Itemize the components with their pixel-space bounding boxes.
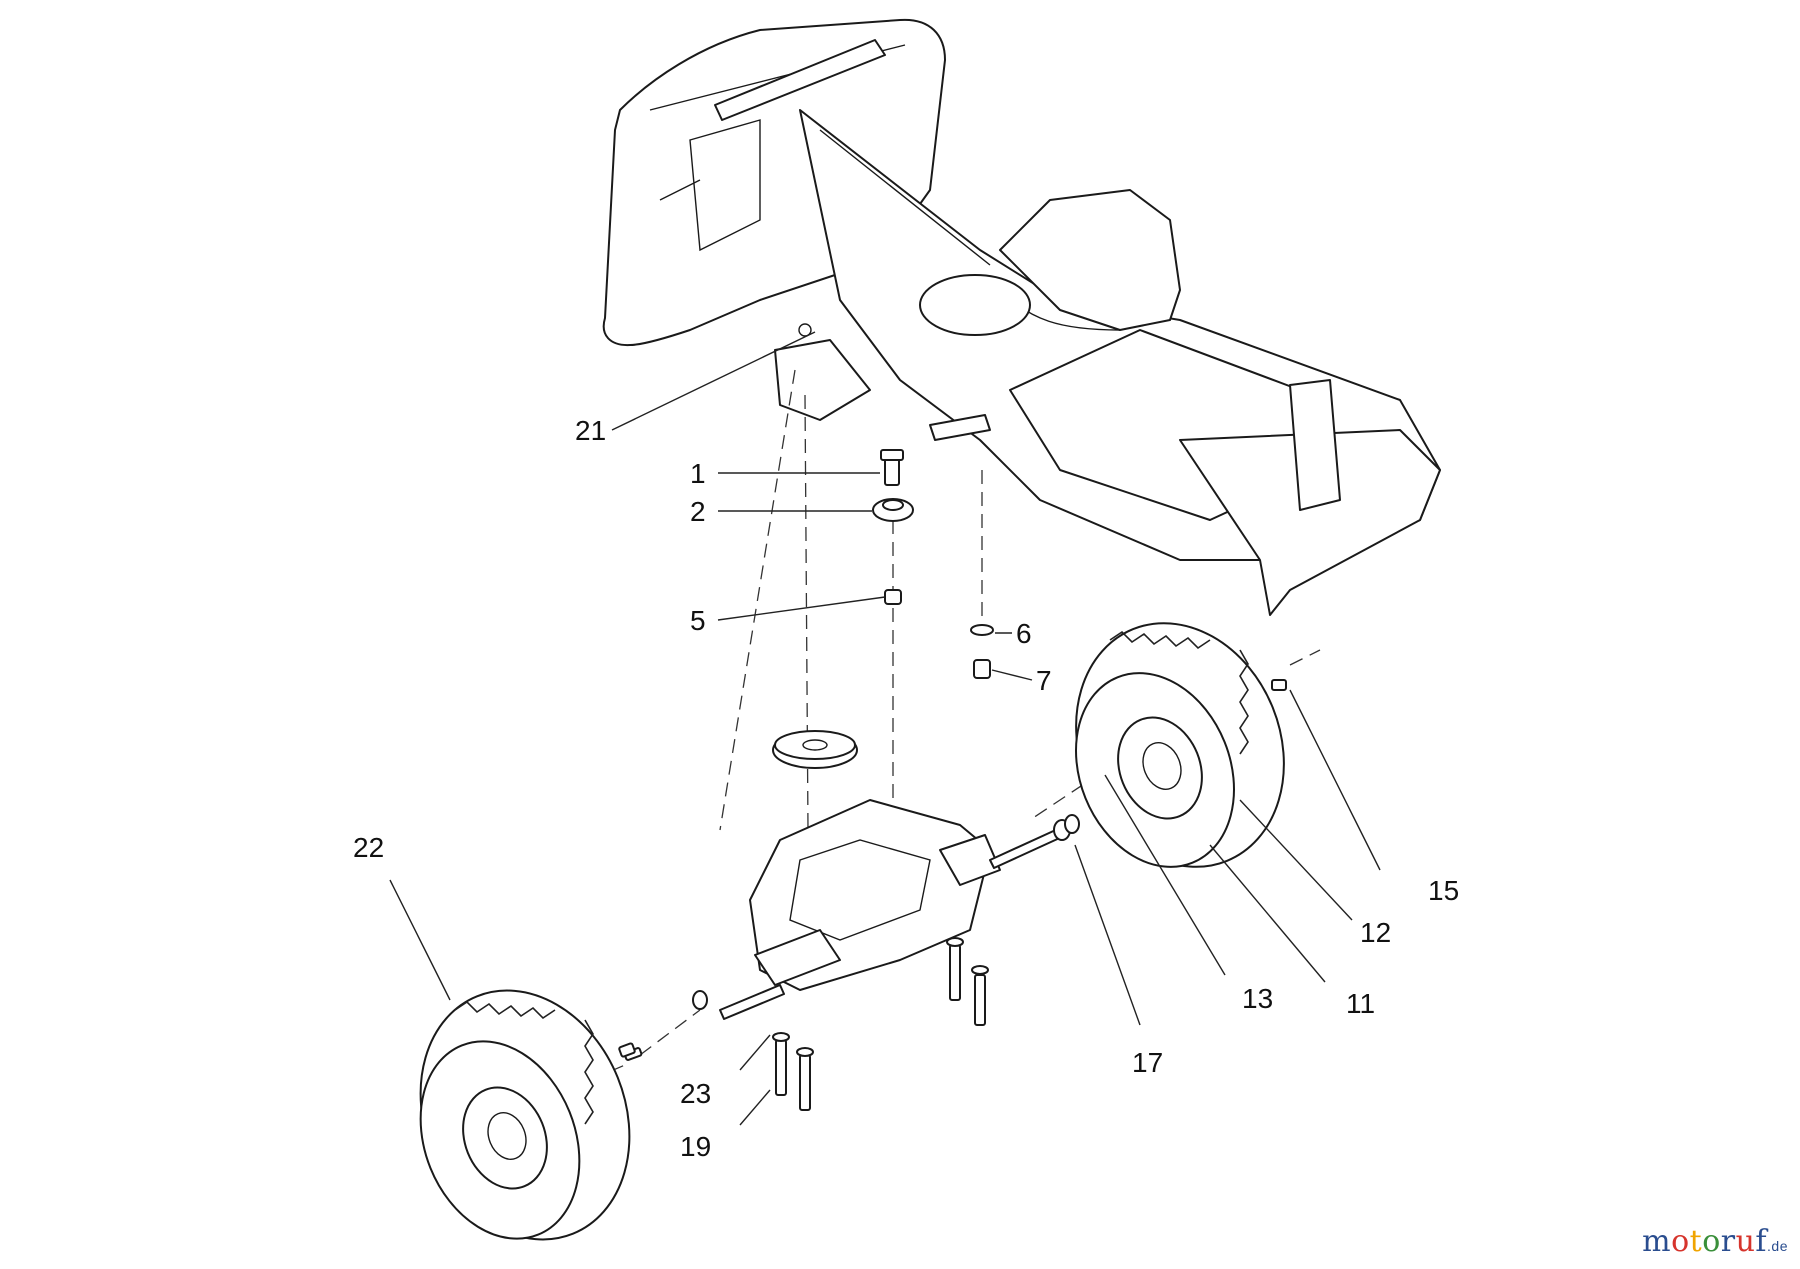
left-rear-wheel [419,989,636,1241]
watermark-wordmark: motoruf [1642,1224,1767,1259]
callout-15: 15 [1428,875,1459,906]
hardware [872,449,994,679]
watermark-letter: r [1720,1224,1736,1259]
callout-12: 12 [1360,917,1391,948]
right-rear-wheel [1075,622,1287,868]
watermark-letter: u [1735,1224,1756,1259]
leader-lines [389,331,1381,1126]
callout-6: 6 [1016,618,1032,649]
watermark-letter: f [1755,1224,1768,1259]
callout-5: 5 [690,605,706,636]
watermark-suffix: .de [1767,1238,1788,1254]
callout-23: 23 [680,1078,711,1109]
callout-17: 17 [1132,1047,1163,1078]
watermark-letter: o [1671,1224,1690,1259]
watermark-letter: m [1642,1224,1672,1259]
callout-2: 2 [690,496,706,527]
callout-7: 7 [1036,665,1052,696]
watermark-letter: o [1702,1224,1721,1259]
callout-11: 11 [1346,988,1375,1019]
chassis-frame [602,18,1441,616]
callout-13: 13 [1242,983,1273,1014]
transaxle [623,730,1080,1111]
callout-1: 1 [690,458,706,489]
watermark-letter: t [1689,1224,1703,1259]
callout-21: 21 [575,415,606,446]
callout-19: 19 [680,1131,711,1162]
site-watermark: motoruf.de [1642,1224,1788,1259]
callout-22: 22 [353,832,384,863]
callout-labels: 21 1 2 5 6 7 22 15 12 11 13 17 23 19 [353,415,1459,1162]
